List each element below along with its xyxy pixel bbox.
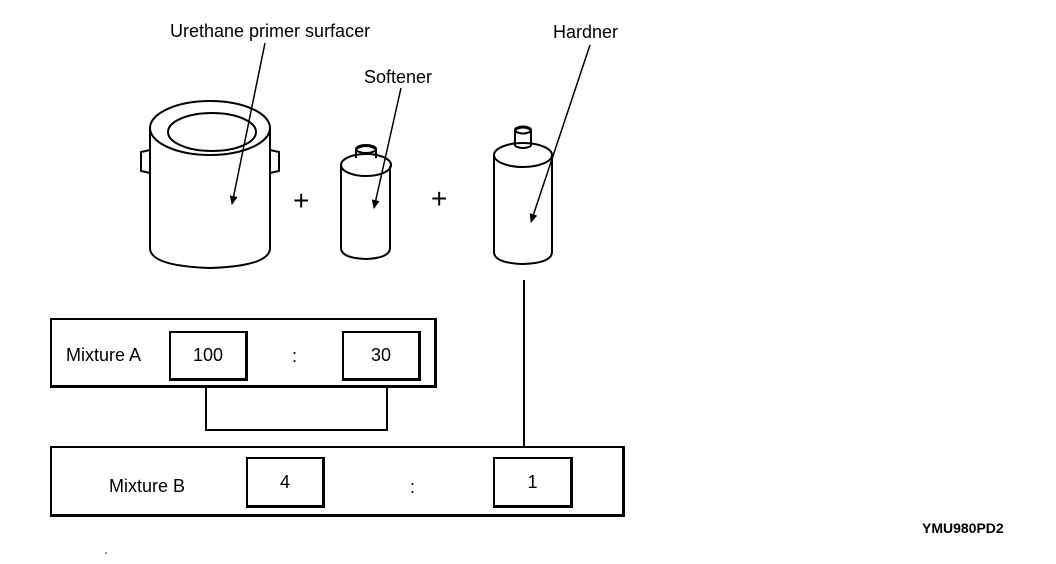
hardener-bottle-icon bbox=[493, 125, 553, 266]
hardener-leader-arrow bbox=[529, 44, 591, 223]
mixture-b-mixture-a-ratio: 4 bbox=[246, 457, 325, 508]
mixture-b-colon: : bbox=[410, 477, 416, 497]
mixture-a-primer-ratio: 100 bbox=[169, 331, 248, 381]
figure-code: YMU980PD2 bbox=[922, 520, 1004, 536]
primer-label: Urethane primer surfacer bbox=[170, 21, 371, 41]
mixture-b-label: Mixture B bbox=[109, 476, 186, 496]
speck-mark bbox=[105, 552, 107, 554]
mixture-a-connector bbox=[205, 386, 388, 431]
paint-can-icon bbox=[140, 100, 280, 270]
plus-sign-1: + bbox=[293, 185, 310, 216]
mixture-b-hardener-ratio: 1 bbox=[493, 457, 573, 508]
softener-bottle-icon bbox=[340, 144, 392, 261]
softener-label: Softener bbox=[364, 67, 433, 87]
hardener-label: Hardner bbox=[553, 22, 619, 42]
primer-leader-arrow bbox=[229, 42, 266, 205]
mixture-a-label: Mixture A bbox=[66, 345, 142, 365]
softener-leader-arrow bbox=[371, 87, 402, 209]
mixture-a-softener-ratio: 30 bbox=[342, 331, 421, 381]
mixture-a-colon: : bbox=[292, 346, 298, 366]
plus-sign-2: + bbox=[431, 183, 448, 214]
